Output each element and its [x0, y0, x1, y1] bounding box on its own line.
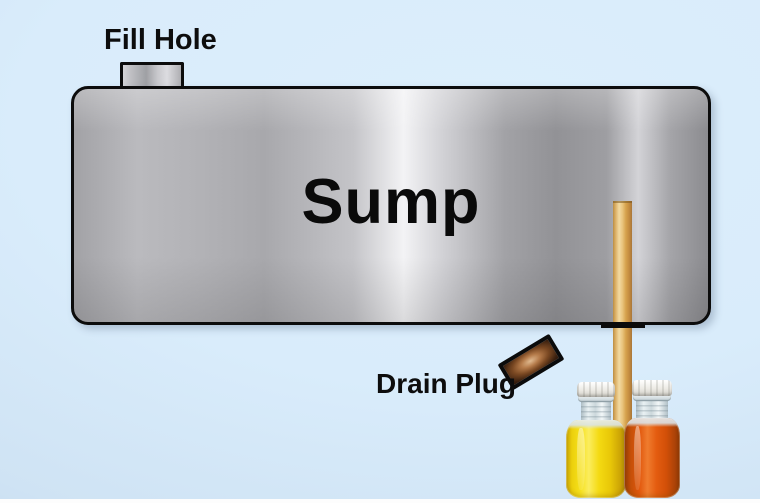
bottom-border-strip	[0, 499, 760, 503]
glass-highlight	[634, 426, 642, 490]
drain-opening-icon	[601, 322, 645, 328]
bottle-cap	[577, 382, 615, 397]
sump-label: Sump	[301, 167, 481, 237]
bottle-headspace	[624, 418, 680, 427]
drain-tube-icon	[613, 201, 632, 471]
oil-sample-bottle-yellow-icon	[566, 382, 626, 498]
drain-plug-label: Drain Plug	[376, 368, 517, 399]
fill-hole-port-icon	[120, 62, 184, 89]
oil-sample-bottle-orange-icon	[624, 380, 680, 498]
bottle-body-yellow-oil	[566, 420, 626, 498]
bottle-cap	[632, 380, 672, 396]
sump-tank-icon: Sump	[71, 86, 711, 325]
bottle-headspace	[566, 420, 626, 429]
bottle-collar	[578, 395, 614, 402]
glass-highlight	[576, 428, 585, 490]
fill-hole-label: Fill Hole	[104, 24, 217, 56]
bottle-collar	[633, 394, 671, 401]
bottle-body-orange-oil	[624, 418, 680, 498]
